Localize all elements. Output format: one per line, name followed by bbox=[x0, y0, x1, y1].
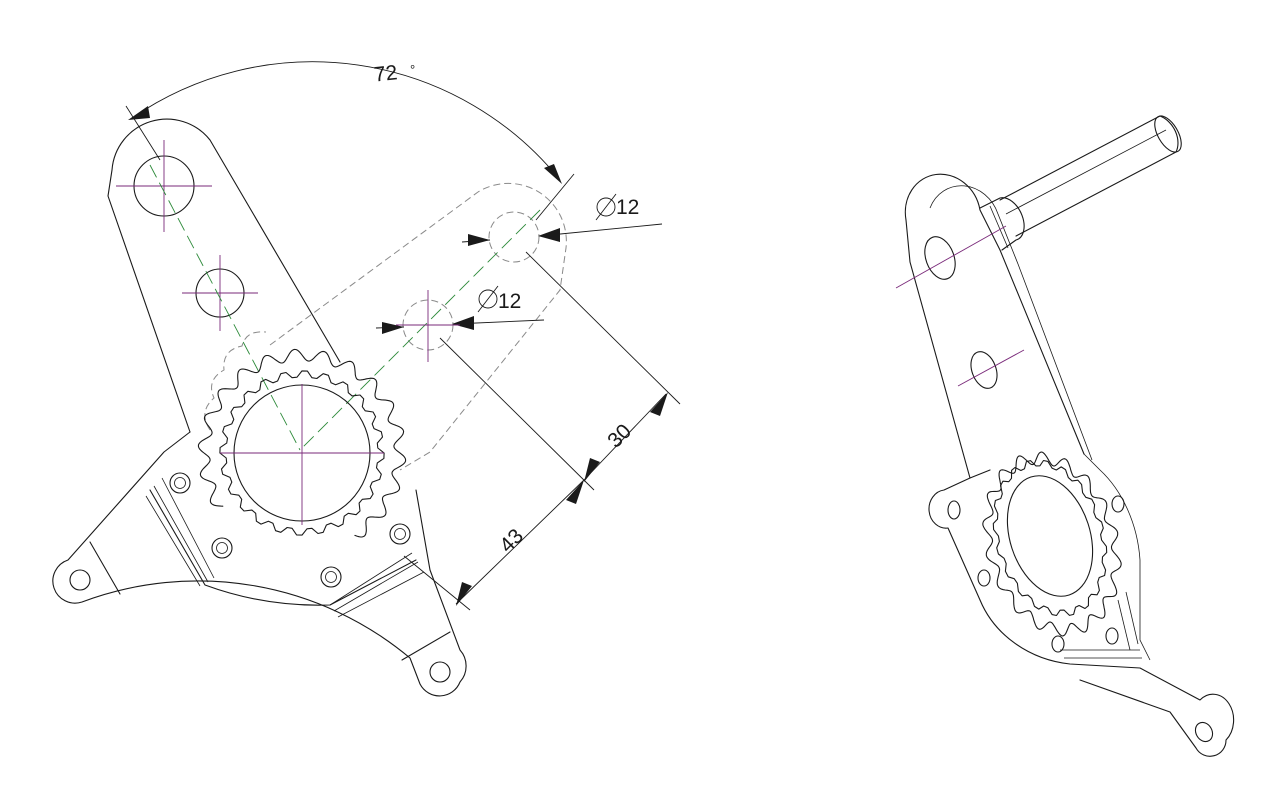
dia-lower-symbol bbox=[477, 285, 499, 313]
bolt-hole-3-inner bbox=[325, 571, 337, 583]
dim30-arrow-top bbox=[650, 392, 668, 416]
angle-arrow-left bbox=[128, 106, 150, 120]
bolt-hole-4 bbox=[389, 523, 411, 545]
angle-ext-left bbox=[125, 105, 161, 161]
lever-arm-outline bbox=[107, 118, 341, 433]
flange-rib-6 bbox=[337, 571, 425, 618]
iso-bolt-4 bbox=[1111, 495, 1125, 513]
shaft-collar bbox=[979, 197, 1025, 251]
shaft-end bbox=[1154, 115, 1182, 153]
phantom-arm-centerline bbox=[299, 209, 541, 451]
dia-lower-arrow-left bbox=[382, 322, 404, 334]
iso-lug-hole-left bbox=[947, 500, 961, 520]
iso-gear-teeth bbox=[982, 451, 1122, 637]
flange-step-left bbox=[89, 541, 121, 595]
bolt-hole-1 bbox=[169, 472, 191, 494]
flange-rib-3 bbox=[161, 477, 215, 579]
iso-spline-teeth bbox=[992, 459, 1108, 617]
iso-lug-hole-right bbox=[1194, 721, 1214, 743]
dia-upper-value: 12 bbox=[616, 196, 639, 219]
dim43-arrow-bottom bbox=[456, 582, 472, 606]
gear-outer-teeth bbox=[197, 348, 407, 538]
dim43-arrow-top bbox=[566, 480, 584, 504]
dia-upper-arrow-left bbox=[468, 234, 490, 246]
arm-centerline bbox=[149, 164, 301, 451]
iso-flange-outline bbox=[928, 477, 1235, 757]
dim30-arrow-bottom bbox=[584, 458, 600, 482]
shaft-line bbox=[1005, 129, 1167, 215]
bolt-hole-2 bbox=[211, 537, 233, 559]
iso-flange-edge bbox=[1083, 453, 1151, 661]
iso-upper-hole bbox=[924, 236, 956, 280]
iso-flange-rib-3 bbox=[1117, 599, 1131, 651]
iso-bolt-3 bbox=[1105, 627, 1119, 645]
phantom-arm-outline bbox=[269, 182, 567, 471]
plan-view: 72 ° 12 12 30 bbox=[52, 61, 681, 697]
iso-arm-outline bbox=[904, 173, 1085, 479]
iso-flange-rib-4 bbox=[1125, 591, 1139, 645]
dia-lower-arrow-right bbox=[452, 316, 474, 330]
dim43-line bbox=[455, 479, 585, 605]
dia-upper-leader bbox=[539, 223, 663, 237]
phantom-upper-hole bbox=[488, 211, 540, 263]
iso-middle-hole bbox=[970, 351, 998, 389]
angle-value: 72 bbox=[373, 61, 399, 86]
dia-lower-value: 12 bbox=[498, 290, 521, 313]
dim30-value: 30 bbox=[603, 420, 636, 453]
iso-middle-hole-axis bbox=[957, 349, 1025, 387]
right-lug-hole bbox=[429, 661, 451, 683]
angle-ext-right bbox=[535, 173, 575, 221]
dim30-line bbox=[583, 393, 667, 481]
iso-bore bbox=[1006, 475, 1094, 597]
isometric-view bbox=[895, 115, 1235, 757]
bolt-hole-1-inner bbox=[174, 477, 186, 489]
bolt-hole-3 bbox=[320, 566, 342, 588]
bolt-hole-2-inner bbox=[216, 542, 228, 554]
phantom-gear-arc bbox=[204, 331, 267, 431]
iso-bolt-1 bbox=[977, 569, 991, 587]
dim43-value: 43 bbox=[495, 525, 528, 558]
flange-rib-4 bbox=[329, 552, 413, 606]
flange-rib-5 bbox=[333, 561, 419, 612]
flange-rib-2 bbox=[153, 485, 209, 583]
dia-upper-arrow-right bbox=[538, 228, 560, 242]
spline-inner-teeth bbox=[219, 370, 385, 536]
iso-arm-thickness bbox=[929, 185, 1093, 461]
bolt-hole-4-inner bbox=[394, 528, 406, 540]
angle-dimension-arc bbox=[131, 61, 561, 181]
flange-rib-1 bbox=[145, 495, 201, 587]
flange-outline bbox=[52, 431, 467, 697]
dia-upper-symbol bbox=[595, 193, 617, 221]
flange-step-right bbox=[401, 631, 451, 661]
dim43-ext-lower bbox=[403, 555, 471, 611]
iso-bolt-2 bbox=[1051, 635, 1065, 653]
left-lug-hole bbox=[69, 569, 91, 591]
dim30-ext-upper bbox=[525, 251, 681, 405]
flange-inner-curve bbox=[149, 489, 417, 606]
shaft-body bbox=[999, 115, 1179, 237]
angle-arrow-right bbox=[544, 164, 562, 184]
dim30-ext-lower bbox=[439, 337, 595, 491]
angle-unit: ° bbox=[410, 62, 415, 77]
shaft-collar-ring bbox=[989, 205, 1009, 249]
iso-upper-hole-axis bbox=[895, 225, 1007, 289]
